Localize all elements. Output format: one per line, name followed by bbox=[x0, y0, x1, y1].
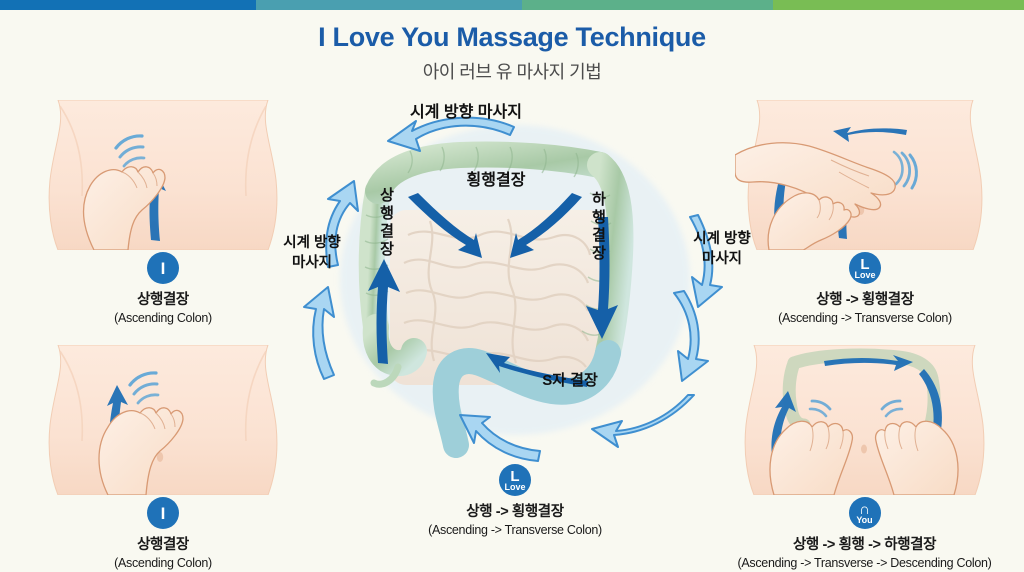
caption-english: (Ascending Colon) bbox=[114, 311, 212, 325]
badge-letter: ∩ bbox=[859, 501, 870, 518]
label-clockwise-top: 시계 방향 마사지 bbox=[410, 102, 522, 121]
badge-letter: I bbox=[160, 503, 166, 523]
page-subtitle: 아이 러브 유 마사지 기법 bbox=[422, 62, 602, 82]
caption-english: (Ascending -> Transverse Colon) bbox=[778, 311, 952, 325]
illustration-two-hands-full-path bbox=[712, 345, 1017, 495]
label-transverse-colon: 횡행결장 bbox=[467, 171, 526, 189]
panel-bottom-right: ∩ You 상행 -> 횡행 -> 하행결장 (Ascending -> Tra… bbox=[712, 345, 1017, 570]
badge-i-2: I bbox=[147, 497, 179, 529]
illustration-two-hands-across bbox=[735, 100, 995, 250]
caption-bottom-right: ∩ You 상행 -> 횡행 -> 하행결장 (Ascending -> Tra… bbox=[712, 497, 1017, 570]
caption-top-right: L Love 상행 -> 횡행결장 (Ascending -> Transver… bbox=[735, 252, 995, 325]
caption-korean: 상행 -> 횡행결장 bbox=[816, 292, 914, 308]
label-clockwise-left-line2: 마사지 bbox=[292, 254, 332, 271]
caption-top-left: I 상행결장 (Ascending Colon) bbox=[38, 252, 288, 325]
caption-english: (Ascending -> Transverse -> Descending C… bbox=[737, 556, 992, 570]
caption-korean: 상행결장 bbox=[137, 537, 189, 553]
caption-english: (Ascending Colon) bbox=[114, 556, 212, 570]
badge-sublabel: Love bbox=[504, 482, 526, 492]
label-clockwise-right-line1: 시계 방향 bbox=[693, 229, 751, 247]
badge-letter: I bbox=[160, 258, 166, 278]
colon-diagram: 시계 방향 마사지 시계 방향 마사지 시계 방향 마사지 횡행결장 상행결장 … bbox=[270, 95, 760, 465]
topbar-segment-blue bbox=[0, 0, 256, 10]
badge-letter: L bbox=[510, 468, 520, 485]
header: I Love You Massage Technique 아이 러브 유 마사지… bbox=[0, 22, 1024, 84]
label-clockwise-right-line2: 마사지 bbox=[702, 250, 742, 267]
badge-letter: L bbox=[860, 256, 870, 273]
badge-sublabel: You bbox=[856, 515, 873, 525]
caption-korean: 상행 -> 횡행 -> 하행결장 bbox=[792, 537, 937, 553]
panel-top-left: I 상행결장 (Ascending Colon) bbox=[38, 100, 288, 325]
label-clockwise-left-line1: 시계 방향 bbox=[283, 233, 341, 251]
caption-center-bottom: L Love 상행 -> 횡행결장 (Ascending -> Transver… bbox=[380, 462, 650, 537]
label-descending-colon: 하행결장 bbox=[590, 191, 607, 263]
badge-you: ∩ You bbox=[848, 497, 881, 529]
topbar-segment-lime bbox=[773, 0, 1024, 10]
illustration-one-hand-upward-2 bbox=[38, 345, 288, 495]
panel-bottom-left: I 상행결장 (Ascending Colon) bbox=[38, 345, 288, 570]
badge-sublabel: Love bbox=[854, 270, 876, 280]
caption-korean: 상행 -> 횡행결장 bbox=[466, 504, 564, 520]
top-color-bar bbox=[0, 0, 1024, 10]
caption-korean: 상행결장 bbox=[137, 292, 189, 308]
label-sigmoid-colon: S자 결장 bbox=[542, 371, 598, 389]
caption-english: (Ascending -> Transverse Colon) bbox=[428, 523, 602, 537]
panel-top-right: L Love 상행 -> 횡행결장 (Ascending -> Transver… bbox=[735, 100, 995, 325]
badge-l-love-center: L Love bbox=[499, 464, 531, 496]
label-ascending-colon: 상행결장 bbox=[378, 187, 395, 259]
topbar-segment-teal bbox=[256, 0, 523, 10]
topbar-segment-green bbox=[522, 0, 774, 10]
badge-l-love: L Love bbox=[849, 252, 881, 284]
illustration-one-hand-upward bbox=[38, 100, 288, 250]
page-title: I Love You Massage Technique bbox=[318, 22, 706, 52]
badge-i: I bbox=[147, 252, 179, 284]
caption-bottom-left: I 상행결장 (Ascending Colon) bbox=[38, 497, 288, 570]
